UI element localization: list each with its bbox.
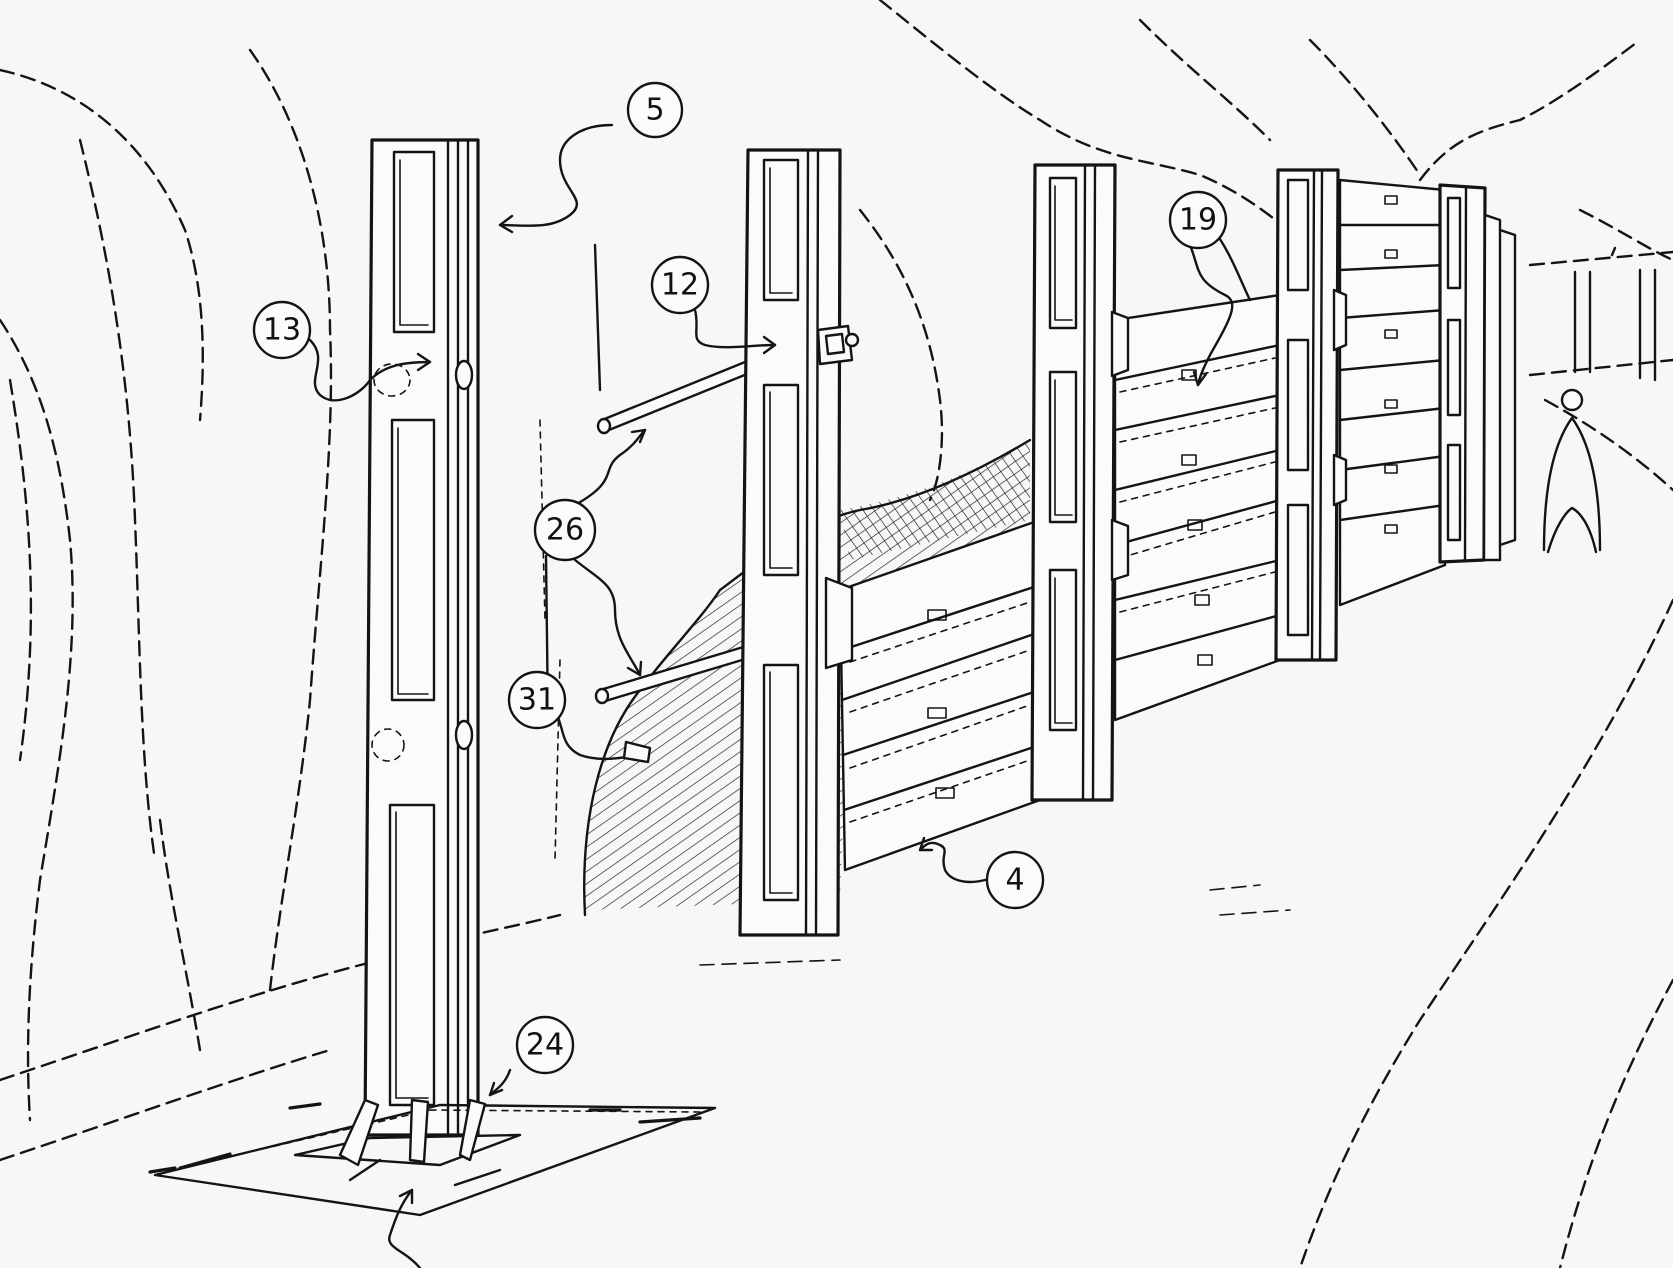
distant-posts <box>1573 246 1657 382</box>
callout-24: 24 <box>388 1015 575 1268</box>
column-fourth <box>1274 168 1348 662</box>
callout-label-13: 13 <box>263 313 301 348</box>
callout-label-26: 26 <box>546 513 584 548</box>
callout-12: 12 <box>650 255 777 355</box>
callout-label-12: 12 <box>661 268 699 303</box>
callout-5: 5 <box>498 81 684 234</box>
callout-19: 19 <box>1168 190 1252 387</box>
base-plate <box>148 1098 717 1217</box>
column-front <box>363 138 480 1137</box>
lagging-panels-far <box>1338 178 1447 607</box>
callout-13: 13 <box>252 300 432 402</box>
person-silhouette <box>1542 388 1602 554</box>
callout-label-19: 19 <box>1179 203 1217 238</box>
brace-rods <box>594 358 754 705</box>
callout-label-31: 31 <box>518 683 556 718</box>
callout-31: 31 <box>507 670 652 764</box>
column-third <box>1030 163 1130 802</box>
callout-label-5: 5 <box>645 93 664 128</box>
callout-26: 26 <box>533 428 647 722</box>
column-far <box>1438 183 1517 564</box>
callout-label-4: 4 <box>1005 863 1024 898</box>
callout-4: 4 <box>918 836 1045 910</box>
lagging-panels-middle <box>1113 293 1282 722</box>
callout-label-24: 24 <box>526 1028 564 1063</box>
lagging-panels-front <box>838 518 1042 872</box>
